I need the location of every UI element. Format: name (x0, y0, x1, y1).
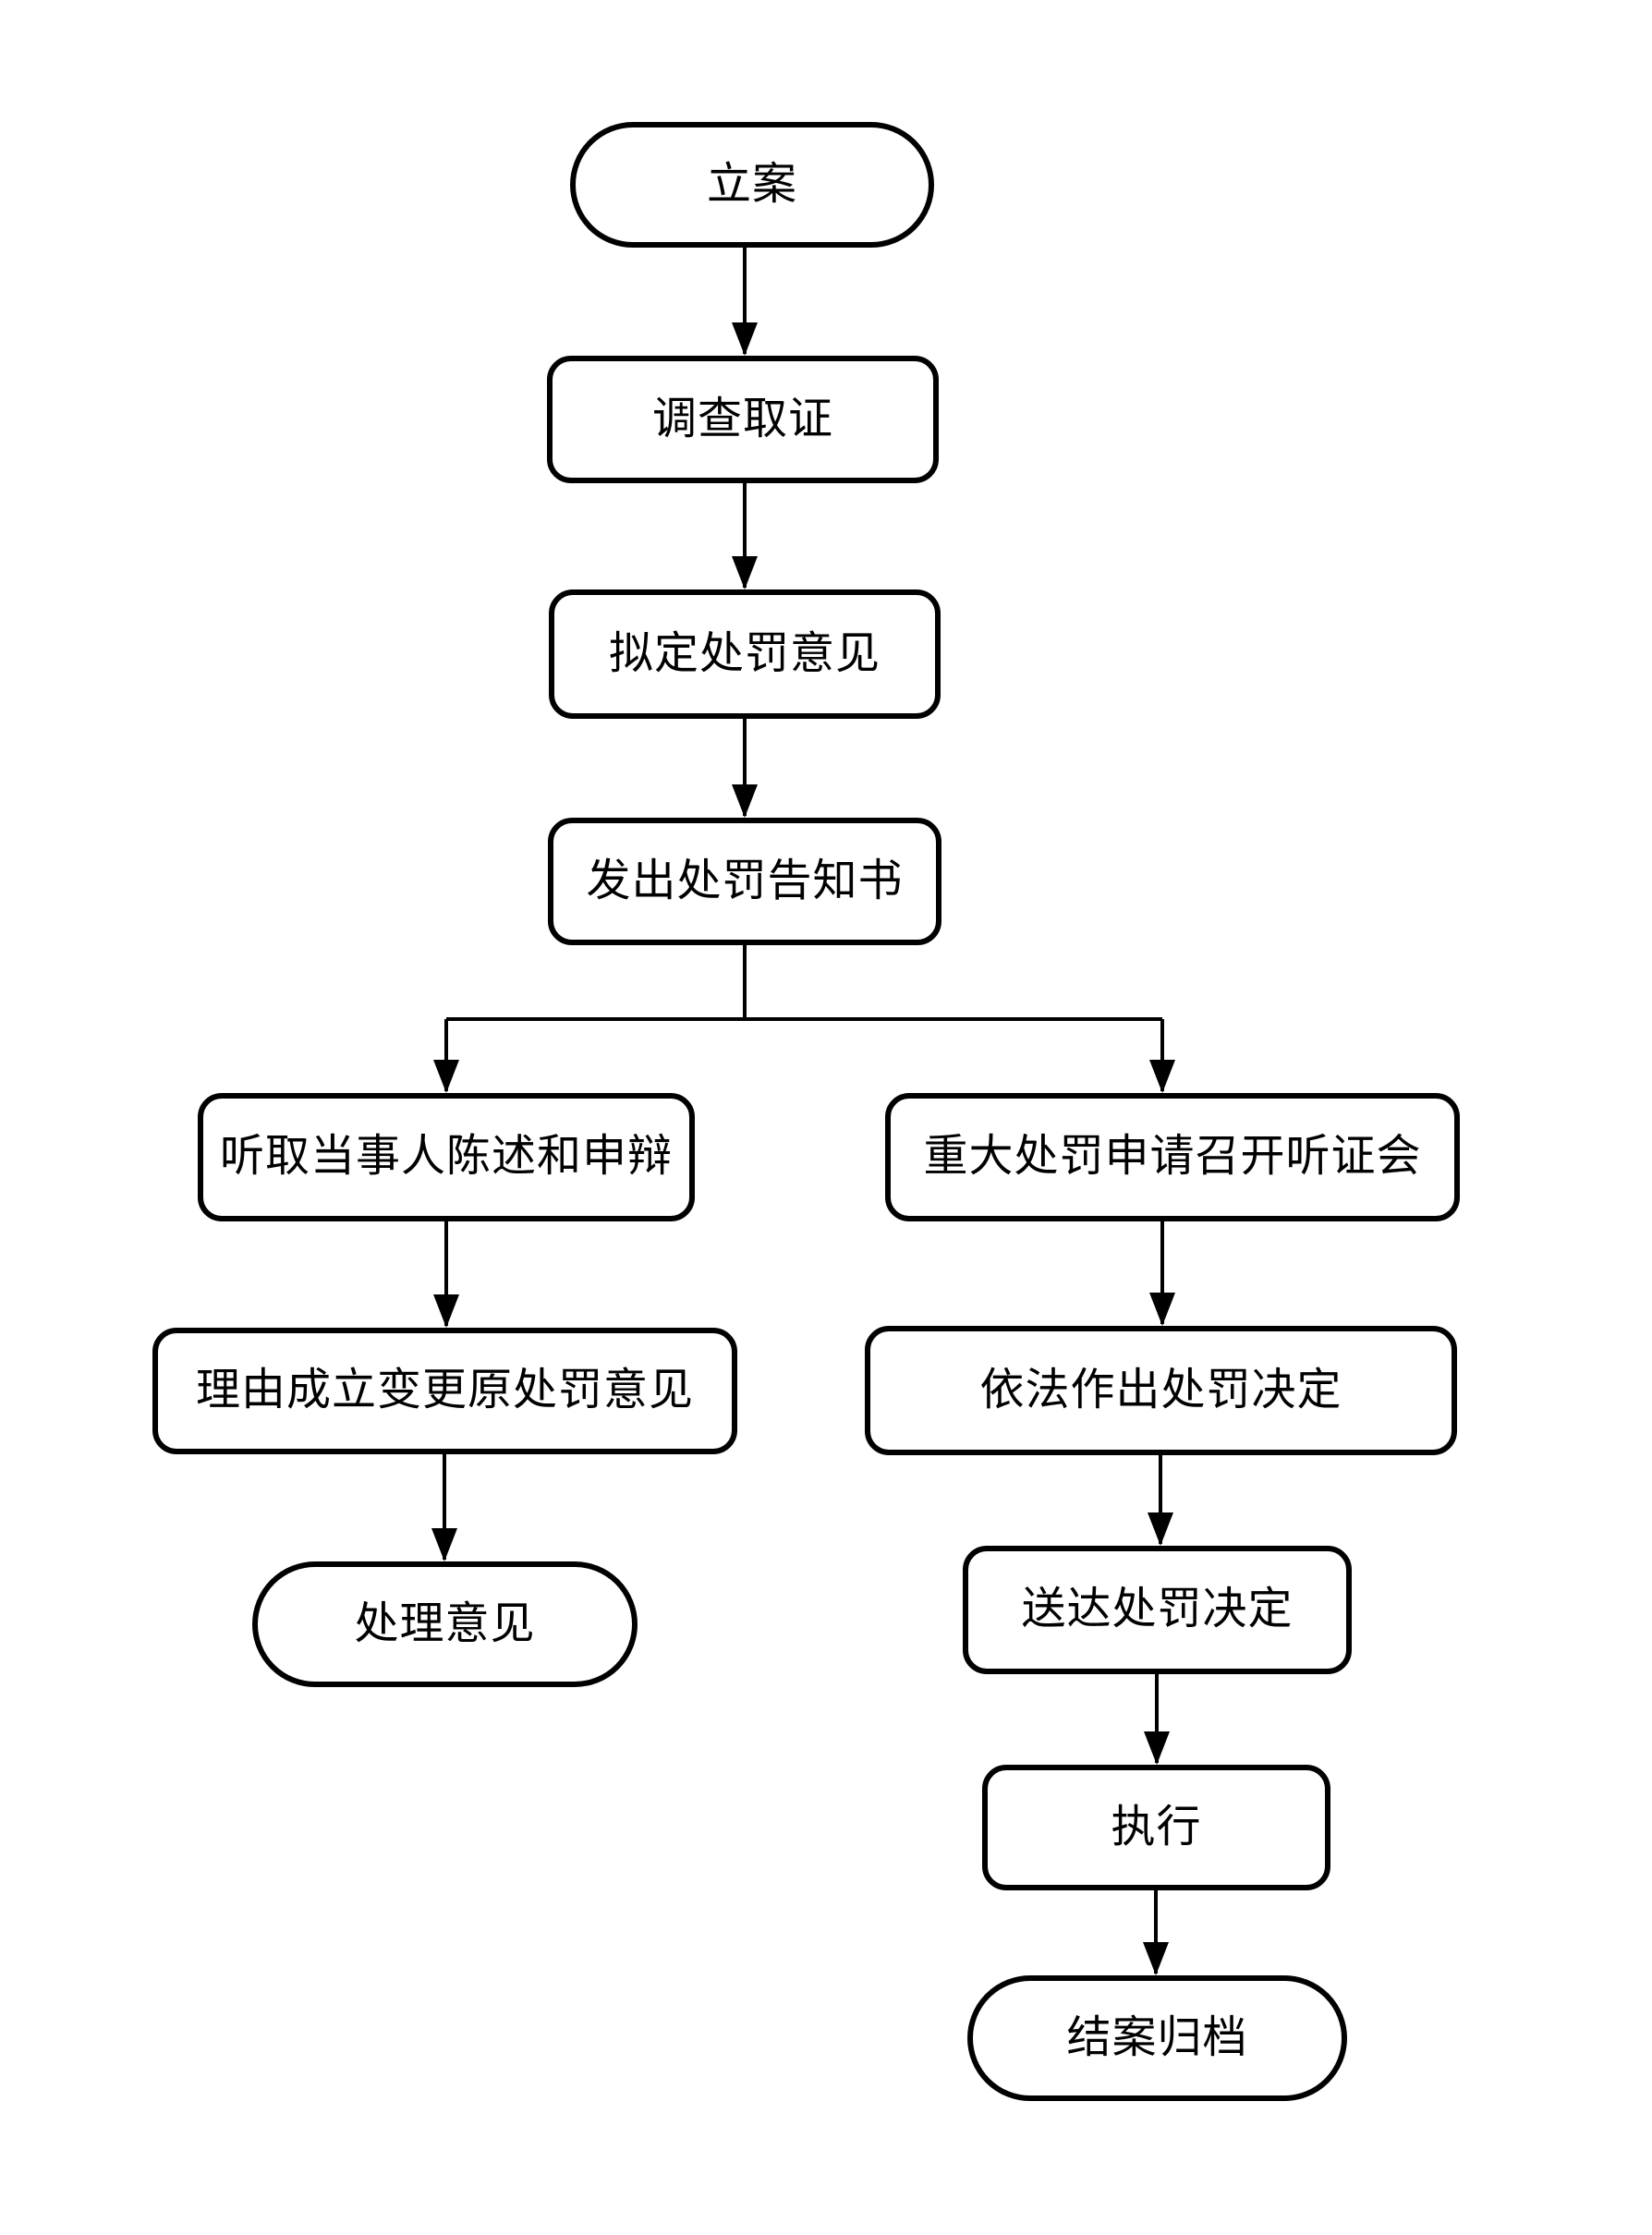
node-issue-penalty-notice-label: 发出处罚告知书 (586, 856, 904, 905)
node-handling-opinion: 处理意见 (252, 1561, 638, 1687)
node-change-original-opinion: 理由成立变更原处罚意见 (152, 1328, 737, 1454)
edge-split-trunk (446, 945, 1162, 1021)
node-close-and-archive: 结案归档 (967, 1975, 1347, 2101)
node-hear-statements: 听取当事人陈述和申辩 (198, 1093, 695, 1221)
node-issue-penalty-notice: 发出处罚告知书 (548, 818, 941, 945)
node-investigation-label: 调查取证 (651, 394, 833, 443)
node-hear-statements-label: 听取当事人陈述和申辩 (219, 1132, 673, 1182)
node-execute: 执行 (982, 1765, 1330, 1890)
node-make-penalty-decision: 依法作出处罚决定 (865, 1326, 1457, 1455)
node-draft-penalty-opinion: 拟定处罚意见 (549, 589, 941, 719)
node-draft-penalty-opinion-label: 拟定处罚意见 (608, 628, 881, 678)
node-make-penalty-decision-label: 依法作出处罚决定 (979, 1365, 1342, 1415)
node-case-filing-label: 立案 (706, 159, 797, 209)
node-deliver-penalty-decision-label: 送达处罚决定 (1021, 1585, 1294, 1634)
node-change-original-opinion-label: 理由成立变更原处罚意见 (195, 1366, 694, 1415)
node-execute-label: 执行 (1111, 1802, 1202, 1852)
node-investigation: 调查取证 (547, 356, 939, 483)
node-major-penalty-hearing: 重大处罚申请召开听证会 (885, 1093, 1460, 1221)
node-case-filing: 立案 (570, 122, 934, 248)
node-major-penalty-hearing-label: 重大处罚申请召开听证会 (923, 1132, 1422, 1182)
node-close-and-archive-label: 结案归档 (1066, 2012, 1248, 2062)
node-deliver-penalty-decision: 送达处罚决定 (963, 1546, 1352, 1674)
node-handling-opinion-label: 处理意见 (354, 1598, 536, 1648)
